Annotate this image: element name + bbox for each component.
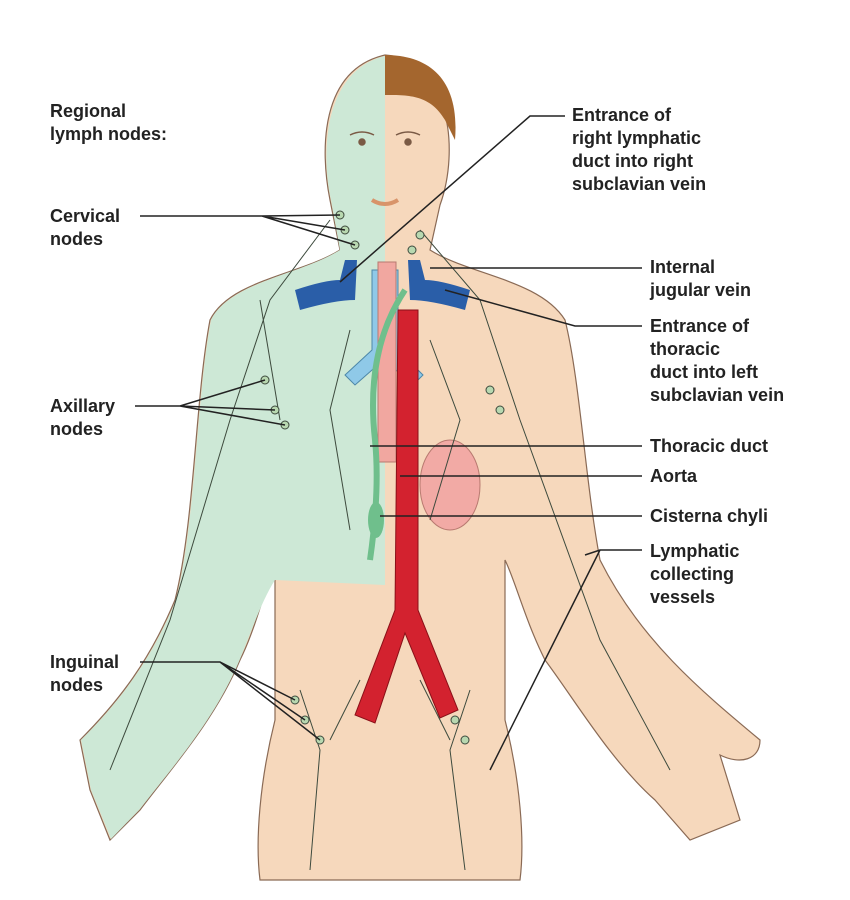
lymph-vessels (109, 219, 671, 871)
label-internal-jugular-vein: Internal jugular vein (650, 257, 752, 300)
internal-jugular-veins (295, 260, 470, 310)
label-inguinal-nodes: Inguinal nodes (50, 652, 119, 695)
label-thoracic-duct: Thoracic duct (650, 436, 769, 456)
leader-lines (135, 115, 642, 771)
label-right-lymphatic-duct-entrance: Entrance of right lymphatic duct into ri… (572, 105, 707, 194)
label-aorta: Aorta (650, 466, 698, 486)
label-cervical-nodes: Cervical nodes (50, 206, 121, 249)
regional-lymph-nodes-heading: Regional lymph nodes: (50, 101, 168, 144)
cisterna-chyli (368, 502, 384, 538)
label-axillary-nodes: Axillary nodes (50, 396, 116, 439)
face-features (349, 131, 421, 206)
hair (385, 55, 456, 140)
body-skin (79, 54, 761, 881)
stomach (419, 439, 481, 531)
label-cisterna-chyli: Cisterna chyli (650, 506, 769, 526)
label-thoracic-duct-entrance: Entrance of thoracic duct into left subc… (650, 316, 785, 405)
drained-region-right-side (81, 56, 385, 839)
label-lymphatic-collecting-vessels: Lymphatic collecting vessels (650, 541, 740, 607)
esophagus (377, 261, 397, 463)
